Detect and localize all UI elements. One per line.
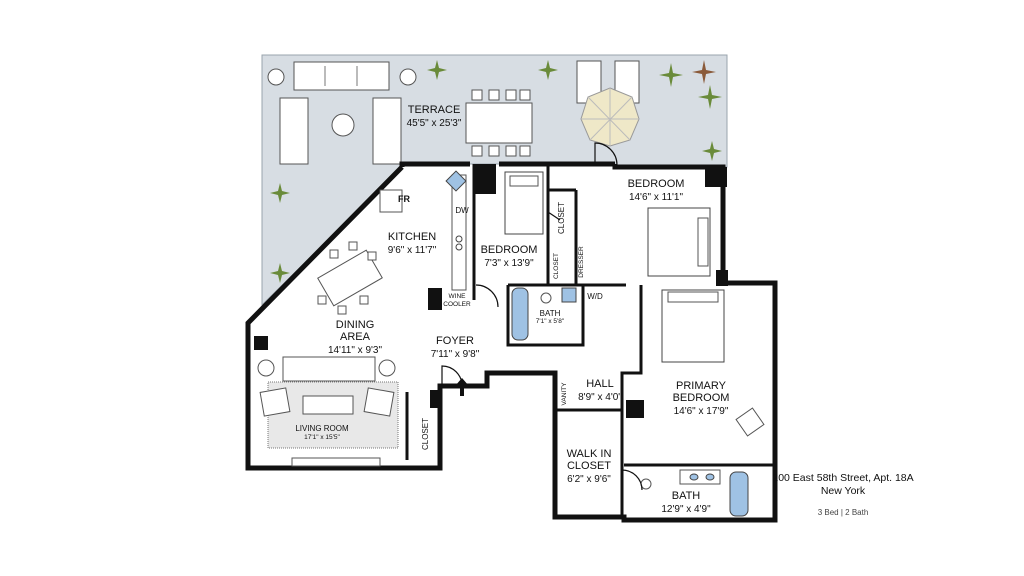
hall-dims: 8'9" x 4'0" [578,392,622,403]
wine-cooler-label-2: COOLER [443,301,471,308]
umbrella-icon [580,87,640,147]
bath2-label: BATH [672,490,701,502]
dining-furniture [317,241,383,315]
terrace-label: TERRACE [408,104,461,116]
listing-info: 200 East 58th Street, Apt. 18A New York … [748,472,938,517]
closet-label-small: CLOSET [553,253,560,279]
foyer-dims: 7'11" x 9'8" [431,349,480,360]
bedroom-furniture [504,171,765,437]
wine-cooler-label-1: WINE [449,293,467,300]
terrace-furniture [267,60,722,283]
kitchen-dims: 9'6" x 11'7" [388,245,437,256]
hall-label: HALL [586,378,614,390]
interior-walls [405,164,775,517]
closet-label-bedroom: CLOSET [557,202,566,234]
bath1-dims: 7'1" x 5'8" [536,318,565,325]
dining-label-2: AREA [340,331,371,343]
bed-bath-summary: 3 Bed | 2 Bath [817,508,869,517]
walkin-dims: 6'2" x 9'6" [567,474,611,485]
closet-label-foyer: CLOSET [421,418,430,450]
kitchen-label: KITCHEN [388,231,436,243]
walkin-label-2: CLOSET [567,460,611,472]
vanity-label: VANITY [561,382,568,406]
bath2-dims: 12'9" x 4'9" [661,504,711,515]
primary-dims: 14'6" x 17'9" [674,406,729,417]
dining-label-1: DINING [336,319,375,331]
living-label: LIVING ROOM [295,424,349,433]
kitchen-fixtures [379,170,467,291]
fixture-labels: FR DW WINE COOLER CLOSET CLOSET DRESSER … [398,194,603,450]
living-dims: 17'1" x 15'5" [304,434,340,441]
bedroom3-dims: 14'6" x 11'1" [629,192,684,203]
room-labels: TERRACE 45'5" x 25'3" KITCHEN 9'6" x 11'… [295,104,729,515]
door-swings [441,142,643,491]
columns [254,164,728,418]
primary-label-1: PRIMARY [676,380,727,392]
dishwasher-label: DW [455,206,469,215]
washer-dryer-label: W/D [587,292,603,301]
address-line-1: 200 East 58th Street, Apt. 18A [772,472,914,484]
living-furniture [257,356,399,467]
plant-icons [270,60,722,283]
fridge-label: FR [398,194,410,204]
dining-dims: 14'11" x 9'3" [328,345,383,356]
bedroom2-dims: 7'3" x 13'9" [484,258,534,269]
entry-arrow-icon [455,378,469,396]
foyer-label: FOYER [436,335,474,347]
exterior-walls [245,161,778,523]
address-line-2: New York [820,485,866,497]
walkin-label-1: WALK IN [567,448,612,460]
primary-label-2: BEDROOM [673,392,730,404]
bath-fixtures [511,287,749,517]
dresser-label: DRESSER [578,246,585,278]
bedroom3-label: BEDROOM [628,178,685,190]
bath1-label: BATH [540,309,561,318]
bedroom2-label: BEDROOM [481,244,538,256]
terrace-dims: 45'5" x 25'3" [407,118,462,129]
